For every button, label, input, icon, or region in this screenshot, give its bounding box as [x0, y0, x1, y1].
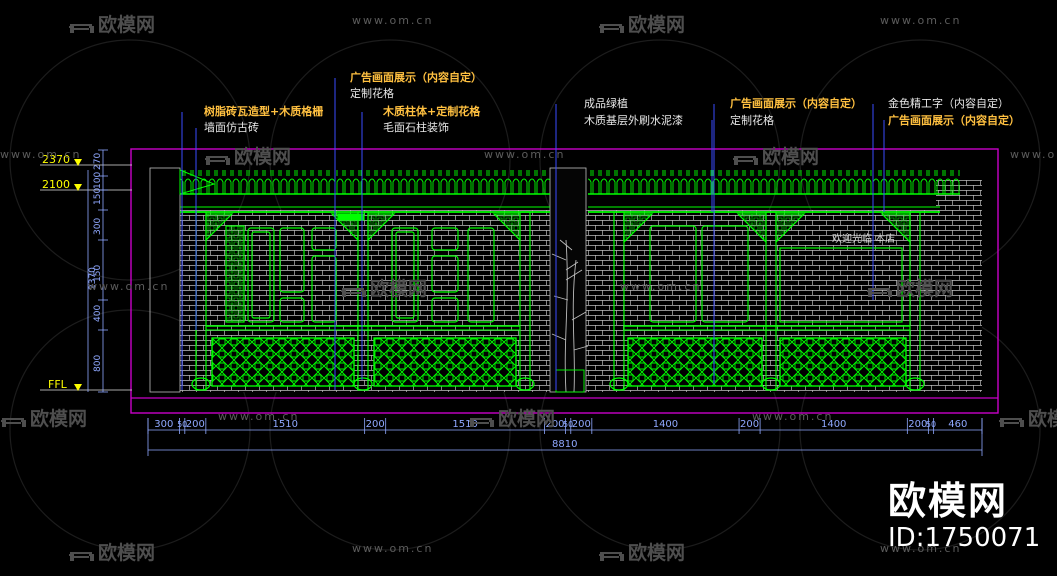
callout-texts: 树脂砖瓦造型+木质格栅 墙面仿古砖 广告画面展示（内容自定） 定制花格 木质柱体…: [204, 70, 1020, 134]
level-2370: 2370: [42, 153, 70, 166]
watermark-url: www.om.cn: [218, 410, 300, 423]
vdim-7: 800: [93, 355, 103, 372]
left-bay: [191, 211, 535, 391]
vdim-4: 300: [93, 218, 103, 235]
level-2100: 2100: [42, 178, 70, 191]
hdim-label: 200: [740, 419, 759, 430]
horizontal-dim-ticks: [147, 418, 983, 434]
brand-id: ID:1750071: [888, 523, 1041, 553]
watermark-url: www.om.cn: [484, 148, 566, 161]
hdim-total: 8810: [552, 439, 577, 450]
watermark-url: www.om.cn: [0, 148, 82, 161]
watermark-logo: 欧模网: [204, 142, 291, 169]
brand-stamp: 欧模网 ID:1750071: [888, 470, 1040, 553]
callout-mid-low-1: 木质柱体+定制花格: [382, 104, 481, 118]
sofa-icon: [68, 18, 94, 34]
watermark-url: www.om.cn: [880, 14, 962, 27]
watermark-logo: 欧模网: [68, 538, 155, 565]
hdim-label: 50: [563, 420, 573, 429]
sofa-icon: [0, 412, 26, 428]
sofa-icon: [598, 546, 624, 562]
sofa-icon: [732, 150, 758, 166]
callout-mid-top-1: 广告画面展示（内容自定）: [350, 70, 482, 84]
sofa-icon: [598, 18, 624, 34]
watermark-url: www.om.cn: [352, 14, 434, 27]
watermark-url: www.om.cn: [880, 542, 962, 555]
callout-right-mid-1: 广告画面展示（内容自定）: [730, 96, 862, 110]
watermark-url: www.om.cn: [88, 280, 170, 293]
hdim-label: 200: [572, 419, 591, 430]
hdim-label: 300: [154, 419, 173, 430]
hdim-label: 200: [908, 419, 927, 430]
hdim-label: 200: [186, 419, 205, 430]
vdim-3: 150: [93, 188, 103, 205]
hdim-label: 50: [926, 420, 936, 429]
callout-right-mid-2: 定制花格: [730, 113, 774, 127]
watermark-logo: 欧模网: [732, 142, 819, 169]
sofa-icon: [866, 282, 892, 298]
vdim-5: 150: [93, 265, 103, 282]
watermark-logo: 欧模网: [998, 404, 1057, 431]
hdim-label: 460: [948, 419, 967, 430]
sofa-icon: [68, 546, 94, 562]
hdim-label: 1510: [452, 419, 477, 430]
vertical-dimension-lines: [87, 149, 108, 393]
hdim-label: 1510: [273, 419, 298, 430]
callout-right-2: 广告画面展示（内容自定）: [888, 113, 1020, 127]
watermark-url: www.om.cn: [1010, 148, 1057, 161]
vdim-2: 100: [93, 172, 103, 189]
watermark-url: www.om.cn: [352, 542, 434, 555]
callout-left-top: 树脂砖瓦造型+木质格栅: [204, 104, 323, 118]
hdim-label: 1400: [653, 419, 678, 430]
callout-mid-low-2: 毛面石柱装饰: [383, 120, 449, 134]
hdim-label: 1400: [821, 419, 846, 430]
watermark-url: www.om.cn: [752, 410, 834, 423]
watermark-logo: 欧模网: [0, 404, 87, 431]
sofa-icon: [998, 412, 1024, 428]
shop-sign-text: 欢迎光临 本店: [832, 232, 895, 245]
watermark-logo: 欧模网: [468, 404, 555, 431]
leader-lines: [181, 78, 885, 390]
brand-name: 欧模网: [888, 479, 1009, 523]
right-bay: [609, 211, 925, 391]
vdim-total: 2370: [88, 267, 98, 290]
watermark-logo: 欧模网: [340, 274, 427, 301]
hdim-label: 50: [177, 420, 187, 429]
roof-tiles: [179, 169, 960, 213]
sofa-icon: [204, 150, 230, 166]
watermark-logo: 欧模网: [598, 538, 685, 565]
vdim-6: 400: [93, 305, 103, 322]
sofa-icon: [340, 282, 366, 298]
sofa-icon: [468, 412, 494, 428]
callout-right-1: 金色精工字（内容自定）: [888, 96, 1009, 110]
level-ffl: FFL: [48, 378, 68, 391]
callout-left-bottom: 墙面仿古砖: [204, 120, 259, 134]
watermark-logo: 欧模网: [598, 10, 685, 37]
vdim-1: 270: [93, 153, 103, 170]
callout-mid-top-2: 定制花格: [350, 86, 394, 100]
callout-center-2: 木质基层外刷水泥漆: [584, 114, 683, 127]
watermark-logo: 欧模网: [68, 10, 155, 37]
watermark-logo: 欧模网: [866, 274, 953, 301]
level-markers: [40, 159, 132, 391]
watermark-url: www.om.cn: [620, 280, 702, 293]
hdim-label: 200: [545, 419, 564, 430]
vertical-dim-labels: 2370 270 100 150 300 150 400 800: [88, 153, 103, 372]
hdim-label: 200: [366, 419, 385, 430]
drawing-frame: [130, 148, 999, 414]
callout-center-1: 成品绿植: [584, 96, 628, 110]
